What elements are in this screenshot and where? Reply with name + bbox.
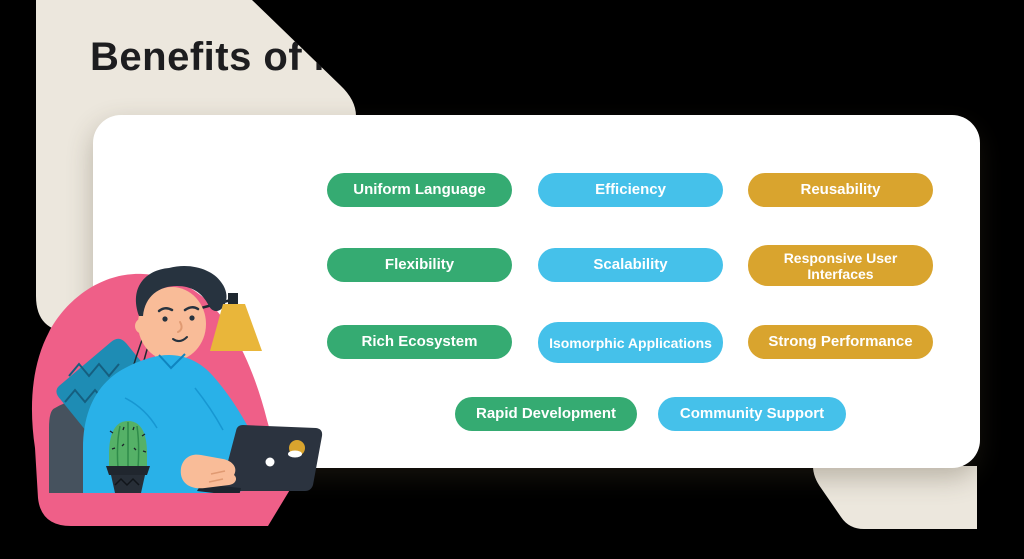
pillow-zigzag-line xyxy=(68,362,120,378)
smile xyxy=(172,336,188,343)
lamp-cap xyxy=(228,293,238,305)
benefit-pill-reusability: Reusability xyxy=(748,173,933,207)
pot-zigzag xyxy=(114,477,140,487)
laptop-white-dot xyxy=(265,457,275,467)
benefit-pill-rich-ecosystem: Rich Ecosystem xyxy=(327,325,512,359)
face xyxy=(138,287,206,361)
benefit-pill-isomorphic-applications: Isomorphic Applications xyxy=(538,322,723,363)
benefit-pill-responsive-user-interfaces: Responsive User Interfaces xyxy=(748,245,933,286)
pill-label: Isomorphic Applications xyxy=(549,334,712,351)
finger-lines xyxy=(208,470,226,483)
pill-label: Efficiency xyxy=(595,181,666,198)
man-at-laptop-illustration xyxy=(31,265,323,526)
pill-label: Flexibility xyxy=(384,256,455,273)
eyebrow-left xyxy=(157,307,174,313)
benefit-pill-rapid-development: Rapid Development xyxy=(455,397,637,431)
pill-label: Reusability xyxy=(800,181,881,198)
benefit-pill-strong-performance: Strong Performance xyxy=(748,325,933,359)
eyebrow-right xyxy=(183,306,200,312)
lamp-shade xyxy=(210,304,262,351)
shirt-collar xyxy=(158,353,186,370)
benefit-pill-uniform-language: Uniform Language xyxy=(327,173,512,207)
pill-label: Community Support xyxy=(679,405,825,422)
pill-label: Rapid Development xyxy=(475,405,617,422)
pot-rim xyxy=(106,466,150,475)
eye-right xyxy=(189,315,195,321)
eye-left xyxy=(162,316,168,322)
nose xyxy=(177,321,183,333)
benefit-pill-efficiency: Efficiency xyxy=(538,173,723,207)
shirt-fold xyxy=(124,387,224,431)
pill-label: Uniform Language xyxy=(353,181,486,198)
benefit-pill-flexibility: Flexibility xyxy=(327,248,512,282)
hair xyxy=(135,265,227,316)
pill-label: Rich Ecosystem xyxy=(361,333,478,350)
pill-label: Strong Performance xyxy=(768,333,913,350)
pill-label: Responsive User Interfaces xyxy=(783,249,898,282)
cactus-spikes xyxy=(109,426,147,453)
pill-label: Scalability xyxy=(593,256,668,273)
benefit-pill-community-support: Community Support xyxy=(658,397,846,431)
laptop-logo-crescent xyxy=(288,450,302,458)
beige-bottom-right-panel xyxy=(813,466,977,529)
cactus-ridges xyxy=(116,422,140,469)
benefit-pill-scalability: Scalability xyxy=(538,248,723,282)
